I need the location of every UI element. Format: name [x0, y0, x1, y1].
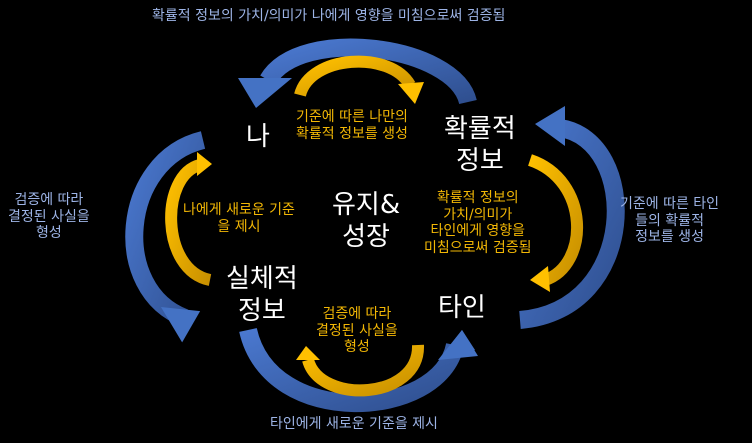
node-me: 나 — [246, 122, 270, 152]
outer-label-bottom: 타인에게 새로운 기준을 제시 — [270, 416, 438, 432]
inner-arrow-left — [165, 152, 212, 286]
inner-label-bottom-line1: 검증에 따라 — [322, 306, 392, 322]
outer-label-right-line2: 들의 확률적 — [635, 212, 704, 229]
outer-label-left-line2: 결정된 사실을 — [8, 208, 90, 225]
node-probabilistic-info-line1: 확률적 — [444, 114, 516, 144]
outer-label-top: 확률적 정보의 가치/의미가 나에게 영향을 미침으로써 검증됨 — [152, 8, 506, 24]
inner-arrow-right — [527, 154, 583, 292]
outer-arrow-left — [125, 131, 206, 343]
node-real-info: 실체적 정보 — [226, 264, 298, 327]
outer-label-left-line3: 형성 — [35, 225, 62, 242]
node-probabilistic-info: 확률적 정보 — [444, 114, 516, 177]
node-center-line2: 성장 — [342, 221, 390, 252]
inner-label-top-line2: 확률적 정보를 생성 — [296, 125, 408, 142]
inner-arrow-bottom — [296, 344, 425, 397]
inner-label-left: 나에게 새로운 기준 을 제시 — [183, 202, 295, 235]
node-probabilistic-info-line2: 정보 — [455, 145, 504, 176]
inner-label-right-line4: 미침으로써 검증됨 — [424, 239, 532, 256]
node-others: 타인 — [438, 293, 486, 323]
node-center: 유지& 성장 — [332, 190, 400, 253]
node-real-info-line2: 정보 — [237, 295, 286, 326]
inner-label-left-line1: 나에게 새로운 기준 — [183, 202, 295, 218]
outer-label-right-line3: 정보를 생성 — [635, 229, 704, 246]
inner-label-top: 기준에 따른 나만의 확률적 정보를 생성 — [296, 109, 408, 142]
inner-label-right-line3: 타인에게 영향을 — [430, 223, 526, 240]
outer-arrow-top — [238, 38, 477, 108]
inner-label-top-line1: 기준에 따른 나만의 — [296, 109, 408, 125]
outer-arrow-bottom — [239, 327, 478, 413]
inner-label-bottom-line2: 결정된 사실을 — [316, 322, 398, 339]
outer-label-right-line1: 기준에 따른 타인 — [620, 196, 720, 212]
outer-label-left: 검증에 따라 결정된 사실을 형성 — [8, 192, 90, 242]
inner-label-bottom-line3: 형성 — [343, 339, 370, 356]
node-center-line1: 유지& — [332, 190, 401, 220]
outer-arrow-right — [518, 106, 625, 329]
inner-label-bottom: 검증에 따라 결정된 사실을 형성 — [316, 306, 398, 356]
outer-label-right: 기준에 따른 타인 들의 확률적 정보를 생성 — [620, 196, 719, 246]
inner-label-right: 확률적 정보의 가치/의미가 타인에게 영향을 미침으로써 검증됨 — [424, 190, 532, 256]
inner-label-right-line1: 확률적 정보의 — [436, 190, 519, 206]
inner-label-left-line2: 을 제시 — [217, 218, 261, 235]
node-real-info-line1: 실체적 — [226, 264, 298, 294]
inner-arrow-top — [294, 55, 424, 104]
outer-label-left-line1: 검증에 따라 — [14, 192, 84, 208]
inner-label-right-line2: 가치/의미가 — [443, 206, 513, 223]
